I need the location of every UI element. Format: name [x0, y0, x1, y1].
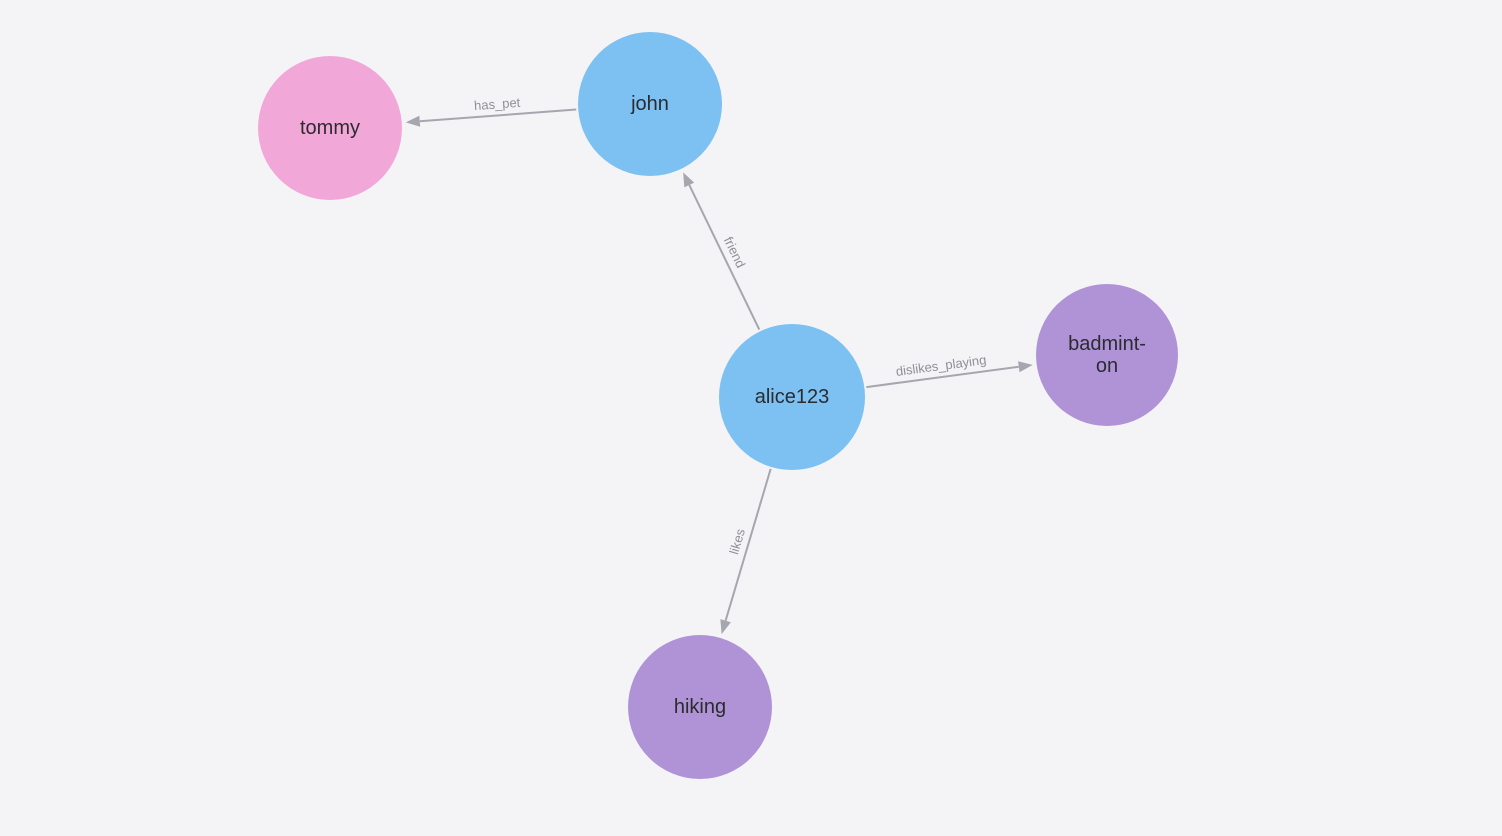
node-circle[interactable]	[258, 56, 402, 200]
relationship-line	[688, 184, 761, 330]
arrowhead-icon	[683, 172, 695, 188]
relationship-friend[interactable]: friend	[683, 172, 761, 330]
arrowhead-icon	[1018, 361, 1033, 373]
node-circle[interactable]	[719, 324, 865, 470]
arrowhead-icon	[720, 619, 731, 635]
arrowhead-icon	[405, 115, 421, 127]
node-circle[interactable]	[628, 635, 772, 779]
node-circle[interactable]	[578, 32, 722, 176]
relationship-line	[724, 468, 772, 622]
relationship-label: has_pet	[473, 95, 521, 113]
node-alice123[interactable]: alice123	[719, 324, 865, 470]
relationship-line	[866, 365, 1019, 389]
relationship-label: likes	[726, 526, 748, 556]
node-hiking[interactable]: hiking	[628, 635, 772, 779]
relationship-label: friend	[721, 234, 749, 270]
node-john[interactable]: john	[578, 32, 722, 176]
node-badminton[interactable]: badmint-on	[1036, 284, 1178, 426]
relationship-line	[419, 108, 577, 123]
relationship-likes[interactable]: likes	[720, 468, 772, 635]
node-tommy[interactable]: tommy	[258, 56, 402, 200]
node-circle[interactable]	[1036, 284, 1178, 426]
relationship-has_pet[interactable]: has_pet	[405, 95, 577, 127]
relationship-dislikes_playing[interactable]: dislikes_playing	[866, 352, 1033, 389]
relationship-label: dislikes_playing	[895, 352, 987, 379]
